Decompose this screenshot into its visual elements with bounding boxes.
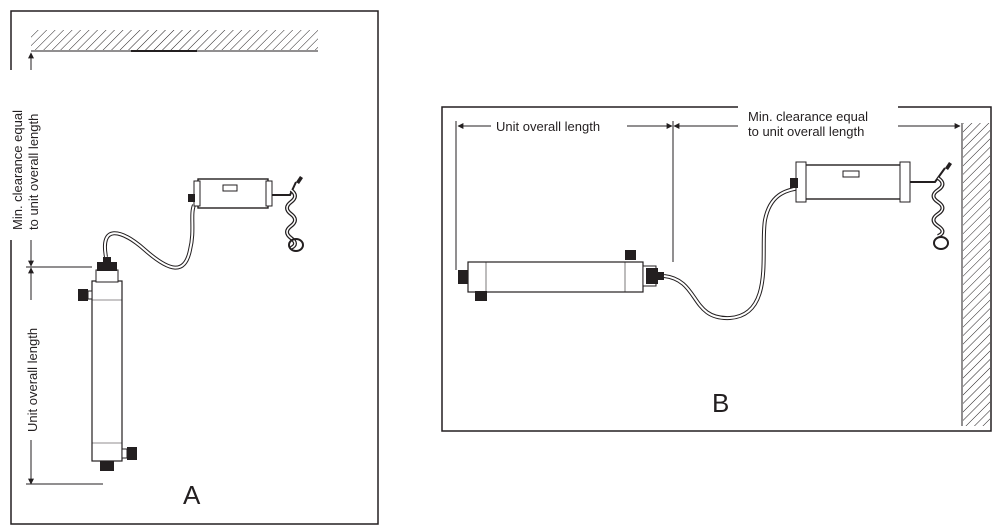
ceiling-hatch [31, 30, 318, 50]
panel-b-clearance-label-1: Min. clearance equal [748, 109, 868, 124]
uv-unit-vertical [78, 257, 137, 471]
ballast-a [188, 178, 273, 209]
panel-a-length-label: Unit overall length [25, 328, 40, 432]
panel-b-length-label: Unit overall length [496, 119, 600, 134]
panel-a-clearance-label-1: Min. clearance equal [10, 110, 25, 230]
ballast-b [790, 161, 911, 203]
power-cord-a [272, 176, 304, 252]
panel-b-label: B [712, 388, 729, 418]
power-cord-b [910, 162, 952, 250]
wall-hatch [963, 123, 990, 426]
panel-b: Unit overall length Min. clearance equal… [441, 105, 992, 432]
panel-b-clearance-label-2: to unit overall length [748, 124, 864, 139]
panel-a-clearance-label-2: to unit overall length [26, 114, 41, 230]
panel-a-label: A [183, 480, 201, 510]
uv-unit-horizontal [458, 250, 664, 301]
panel-a: Min. clearance equal to unit overall len… [6, 10, 379, 525]
